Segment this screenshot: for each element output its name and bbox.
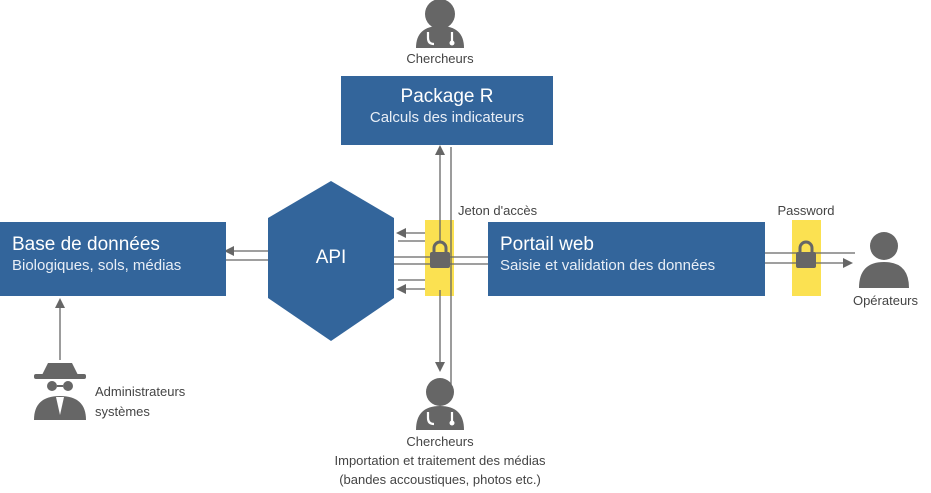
token-label: Jeton d'accès bbox=[458, 203, 538, 218]
operators-label: Opérateurs bbox=[852, 293, 919, 308]
user-icon bbox=[859, 232, 909, 288]
researchers-top-label: Chercheurs bbox=[406, 51, 474, 66]
lock-icon bbox=[796, 240, 816, 268]
lock-icon bbox=[430, 240, 450, 268]
researchers-bottom-label: Chercheurs bbox=[406, 434, 474, 449]
sysadmins-line1: Administrateurs bbox=[95, 384, 186, 399]
password-label: Password bbox=[777, 203, 835, 218]
researchers-bottom-line2: (bandes accoustiques, photos etc.) bbox=[339, 472, 541, 487]
database-title: Base de données bbox=[12, 234, 160, 255]
spy-icon bbox=[34, 363, 86, 420]
portal-subtitle: Saisie et validation des données bbox=[500, 257, 716, 274]
portal-title: Portail web bbox=[500, 234, 594, 255]
package-r-title: Package R bbox=[400, 86, 494, 107]
doctor-icon bbox=[416, 0, 464, 48]
researchers-bottom-line1: Importation et traitement des médias bbox=[334, 453, 546, 468]
api-title: API bbox=[315, 247, 347, 268]
portal-box[interactable]: Portail web Saisie et validation des don… bbox=[488, 222, 765, 296]
package-r-subtitle: Calculs des indicateurs bbox=[369, 109, 525, 126]
database-box[interactable]: Base de données Biologiques, sols, média… bbox=[0, 222, 226, 296]
doctor-icon bbox=[416, 378, 464, 430]
api-hexagon[interactable] bbox=[268, 181, 394, 341]
package-r-box[interactable]: Package R Calculs des indicateurs bbox=[341, 76, 553, 145]
sysadmins-line2: systèmes bbox=[95, 404, 150, 419]
database-subtitle: Biologiques, sols, médias bbox=[12, 257, 182, 274]
